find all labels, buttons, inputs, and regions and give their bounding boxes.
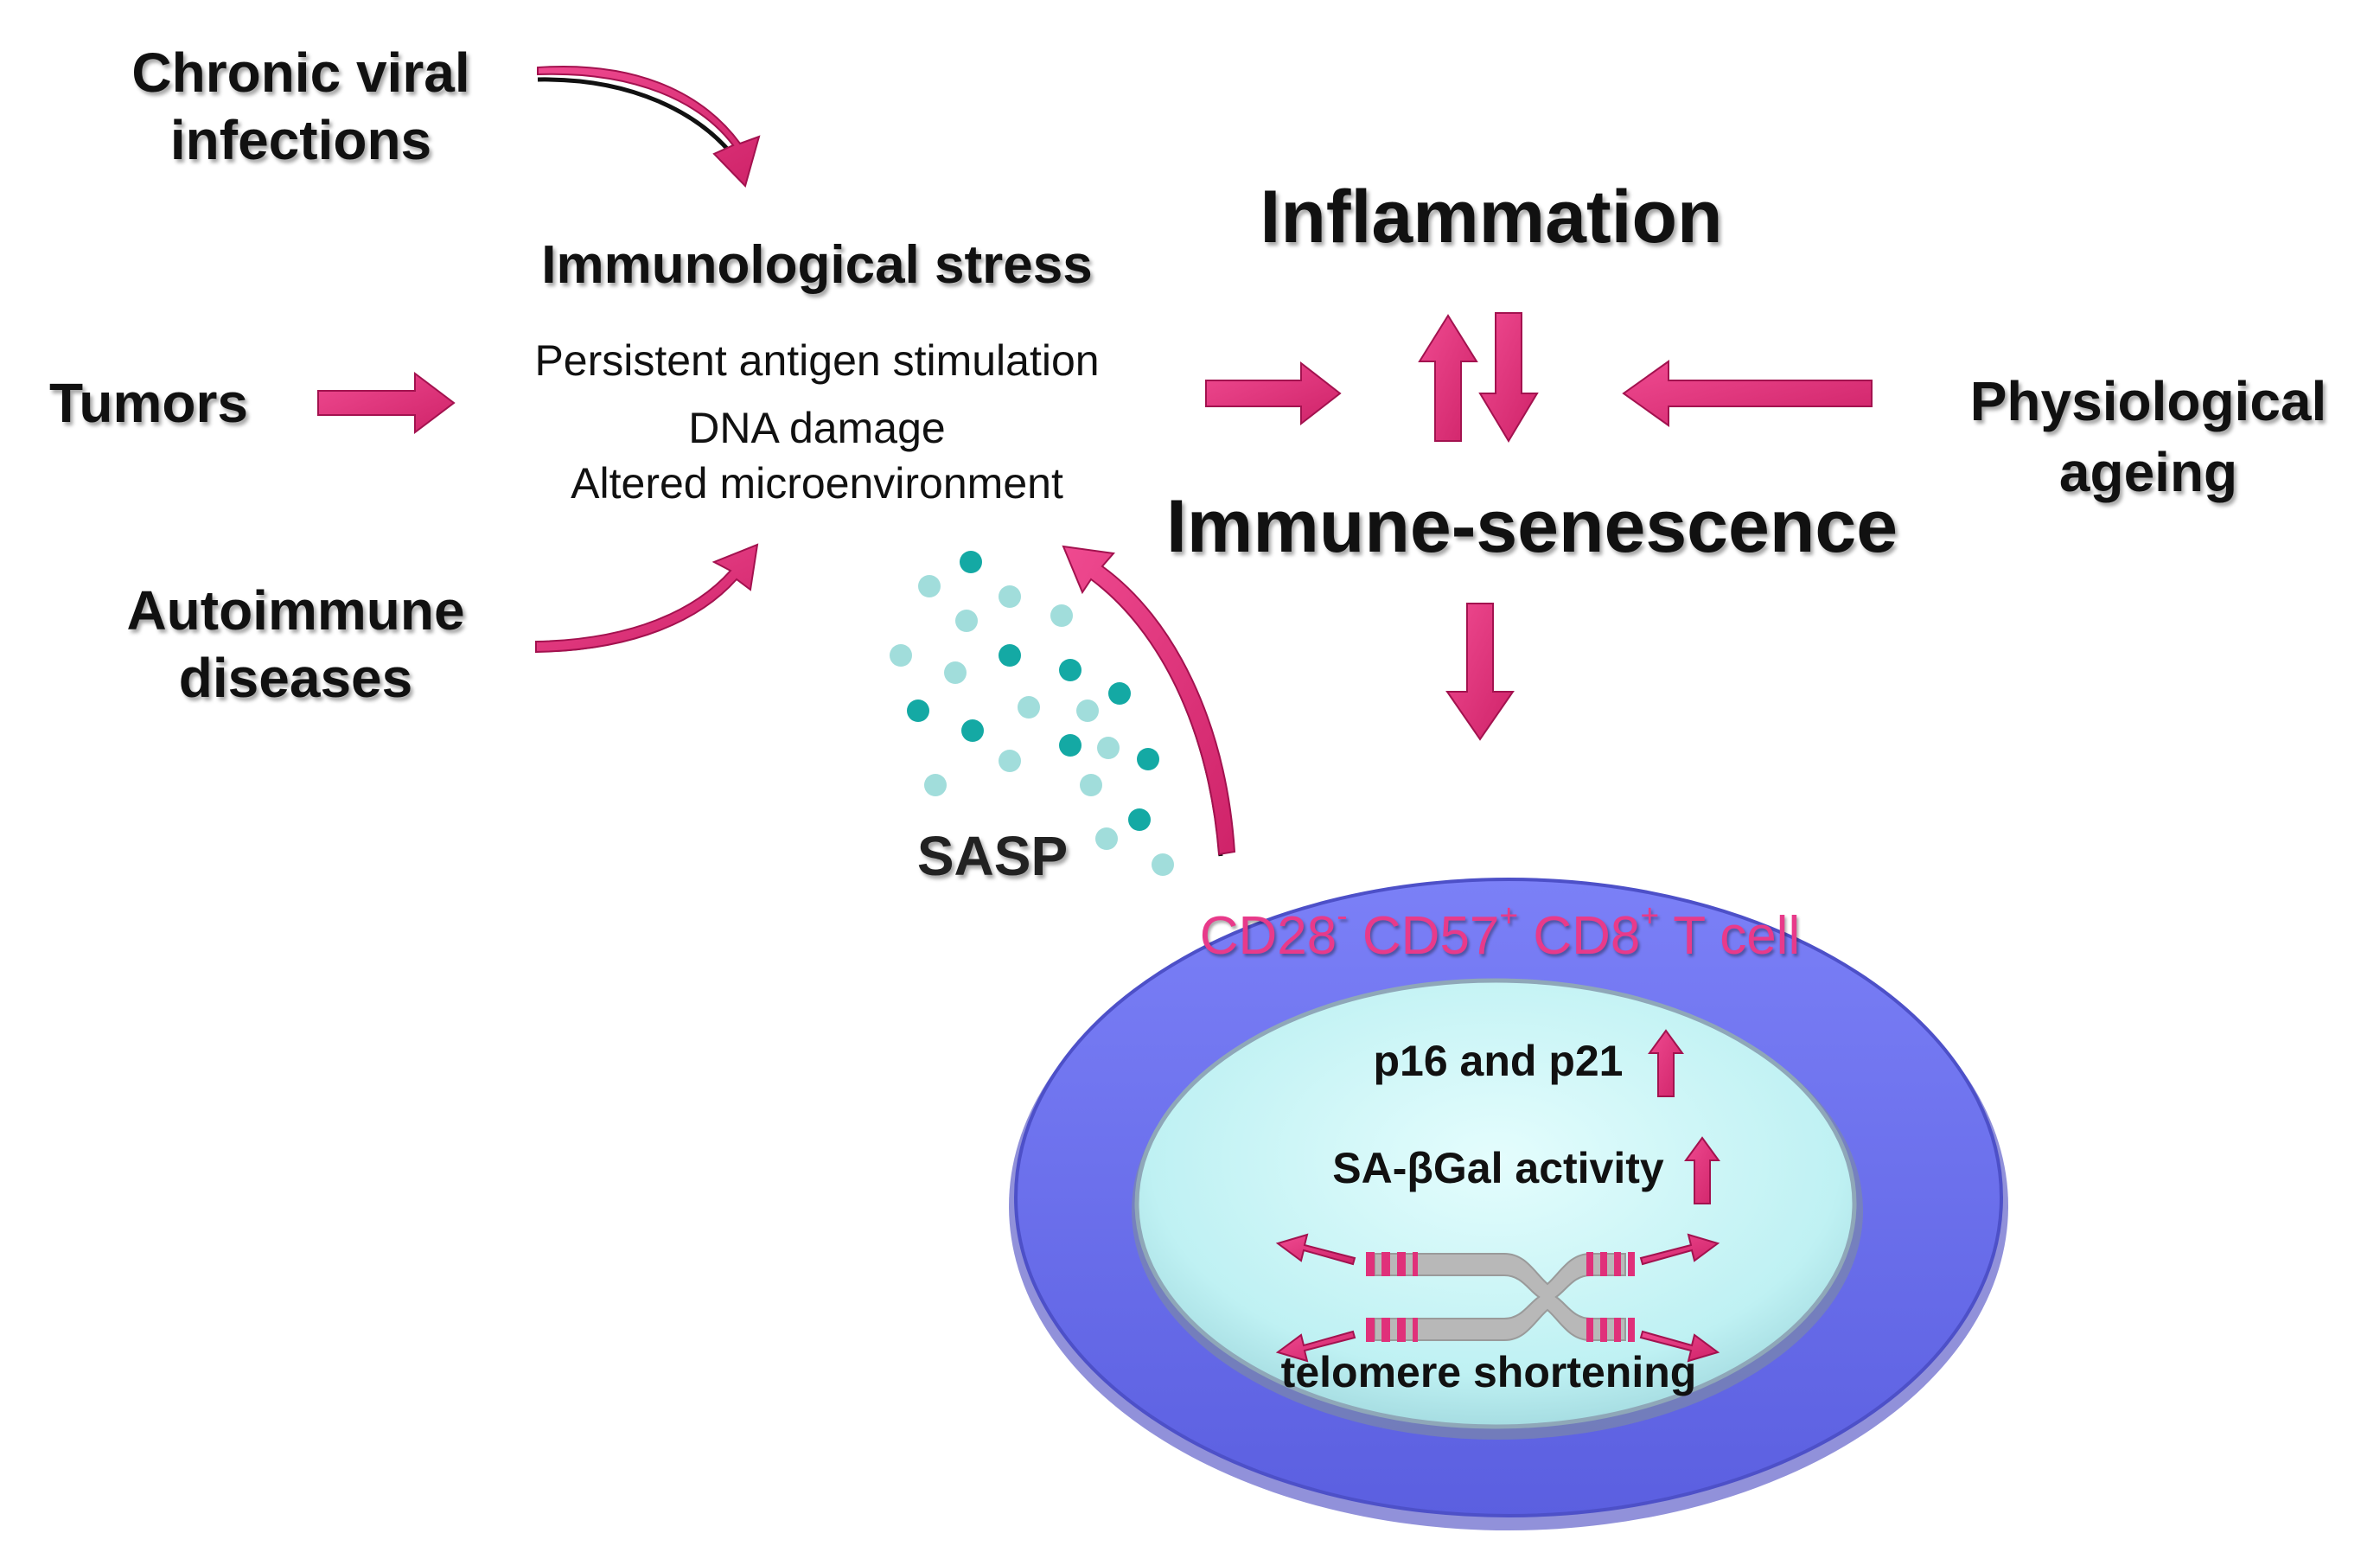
cell-label: CD28- CD57+ CD8+ T cell <box>1199 897 1801 966</box>
label-tumors: Tumors <box>49 372 248 434</box>
sasp-dot <box>890 644 912 667</box>
telomere-arrows <box>1275 1233 1720 1363</box>
curved-arrow-autoimmune <box>535 543 759 654</box>
sasp-dot <box>1059 659 1082 681</box>
block-arrow-tumors <box>317 371 456 435</box>
sasp-dot <box>907 699 929 722</box>
label-inflammation: Inflammation <box>1260 176 1723 259</box>
sasp-dot <box>1128 808 1151 831</box>
sasp-dot <box>961 719 984 742</box>
sasp-dot <box>1050 604 1073 627</box>
curved-arrow-sasp <box>1062 545 1236 857</box>
chromosome-icon <box>1366 1252 1635 1342</box>
block-arrow-ageing <box>1622 360 1873 427</box>
label-telomere-shortening: telomere shortening <box>1280 1348 1697 1396</box>
marker-sa-bgal: SA-βGal activity <box>1332 1144 1664 1192</box>
sasp-dot <box>944 661 967 684</box>
sasp-dot <box>1108 682 1131 705</box>
up-arrow-p16 <box>1648 1029 1684 1097</box>
sasp-dot <box>1059 734 1082 757</box>
label-immune-senescence: Immune-senescence <box>1165 485 1898 568</box>
sasp-dot <box>918 575 941 597</box>
sasp-dot <box>999 644 1021 667</box>
stress-item: Persistent antigen stimulation <box>534 336 1100 385</box>
sasp-dot <box>999 750 1021 772</box>
marker-p16-p21: p16 and p21 <box>1373 1037 1624 1085</box>
bidirectional-arrows <box>1418 312 1539 443</box>
sasp-dot <box>924 774 947 796</box>
sasp-dot <box>999 585 1021 608</box>
label-chronic-viral-infections: Chronic viral infections <box>131 42 470 171</box>
sasp-dot <box>1018 696 1040 719</box>
sasp-dot <box>1097 737 1120 759</box>
stress-item: Altered microenvironment <box>571 459 1063 508</box>
cell-nucleus <box>1134 978 1857 1429</box>
sasp-dots <box>890 551 1174 876</box>
sasp-dot <box>1152 853 1174 876</box>
sasp-dot <box>1137 748 1159 770</box>
t-cell <box>1009 878 2008 1530</box>
curved-arrow-viral <box>537 66 761 188</box>
stress-item: DNA damage <box>688 404 946 452</box>
label-autoimmune-diseases: Autoimmune diseases <box>126 579 465 709</box>
sasp-dot <box>1095 827 1118 850</box>
sasp-dot <box>960 551 982 573</box>
label-physiological-ageing: Physiological ageing <box>1969 370 2327 503</box>
stress-title: Immunological stress <box>541 235 1093 295</box>
sasp-dot <box>955 610 978 632</box>
sasp-dot <box>1080 774 1102 796</box>
up-arrow-sagal <box>1684 1136 1720 1204</box>
label-sasp: SASP <box>916 825 1069 887</box>
block-arrow-stress-to-center <box>1205 361 1342 426</box>
block-arrow-down-to-cell <box>1445 603 1515 741</box>
sasp-dot <box>1076 699 1099 722</box>
